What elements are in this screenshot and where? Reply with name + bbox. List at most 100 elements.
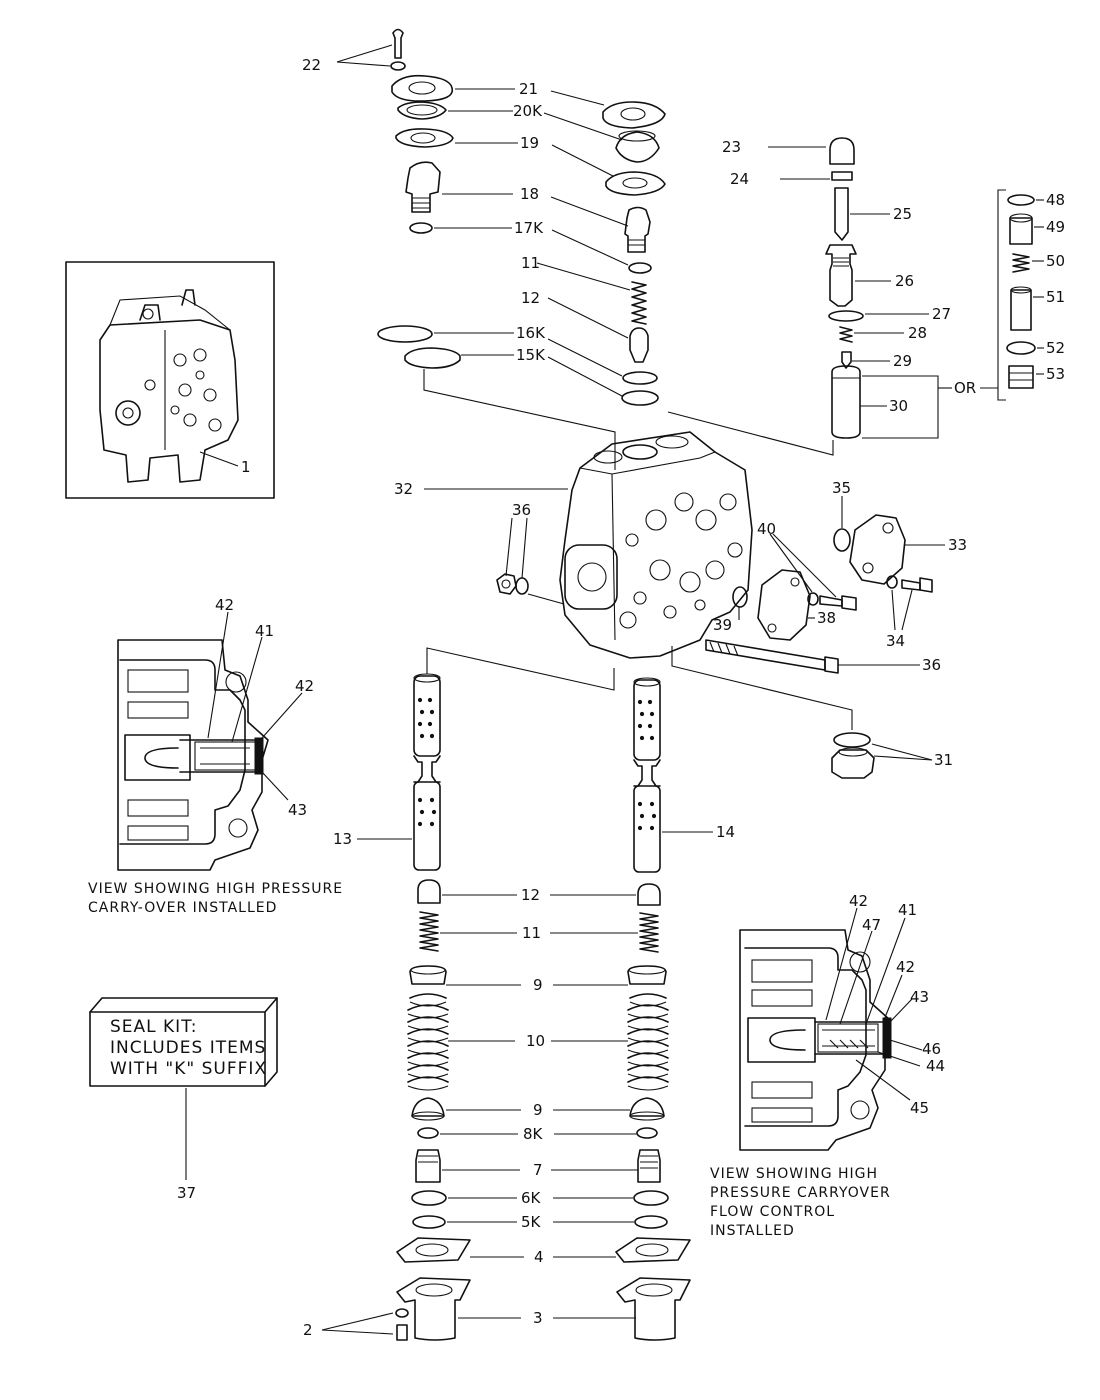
callout-30: 30 xyxy=(889,397,908,415)
cap-9-right-top xyxy=(627,965,667,985)
callout-45: 45 xyxy=(910,1099,929,1117)
carryover-caption-line1: VIEW SHOWING HIGH PRESSURE xyxy=(88,881,343,897)
oring-17k xyxy=(409,222,433,234)
cap-3-left xyxy=(396,1277,471,1341)
flow-caption-line1: VIEW SHOWING HIGH xyxy=(710,1166,878,1182)
callout-39: 39 xyxy=(713,616,732,634)
sleeve-51 xyxy=(1010,289,1032,331)
callout-9-bottom: 9 xyxy=(533,1101,543,1119)
callout-38: 38 xyxy=(817,609,836,627)
callout-10: 10 xyxy=(526,1032,545,1050)
callout-43-right: 43 xyxy=(910,988,929,1006)
spool-13 xyxy=(357,647,615,871)
bolt-34 xyxy=(901,579,921,591)
callout-23: 23 xyxy=(722,138,741,156)
pin-25 xyxy=(834,187,849,241)
callout-labels: 22 21 20K 19 18 17K 11 12 16K 15K 23 24 … xyxy=(177,56,1065,1339)
plug-7-left xyxy=(415,1149,441,1183)
callout-43-left: 43 xyxy=(288,801,307,819)
cap-9-left-top xyxy=(409,965,447,985)
callout-53: 53 xyxy=(1046,365,1065,383)
side-hardware xyxy=(496,496,945,730)
poppet-12-top xyxy=(629,327,649,363)
cap-9-left-bottom xyxy=(411,1097,445,1117)
callout-17k: 17K xyxy=(514,219,544,237)
center-top-stack xyxy=(377,90,666,470)
callout-7: 7 xyxy=(533,1161,543,1179)
relief-valve-stack xyxy=(667,137,1006,456)
ring-8k-right xyxy=(636,1127,658,1139)
bolt-40 xyxy=(819,595,843,607)
callout-1: 1 xyxy=(241,458,251,476)
cap-9-right-bottom xyxy=(629,1097,665,1117)
spring-10-left xyxy=(407,993,449,1083)
callout-52: 52 xyxy=(1046,339,1065,357)
tie-bolt-36 xyxy=(705,639,826,671)
callout-12-bottom: 12 xyxy=(521,886,540,904)
callout-13: 13 xyxy=(333,830,352,848)
washer-40 xyxy=(807,592,819,606)
spring-50 xyxy=(1012,253,1030,273)
alternate-stack xyxy=(1006,194,1044,389)
ring-15k xyxy=(621,390,659,406)
callout-14: 14 xyxy=(716,823,735,841)
nut-53 xyxy=(1008,365,1034,389)
carryover-section-view xyxy=(117,611,303,871)
seal-kit-line2: INCLUDES ITEMS xyxy=(110,1038,266,1058)
poppet-12-right xyxy=(637,883,661,906)
callout-42-left-b: 42 xyxy=(295,677,314,695)
lower-left-stack xyxy=(321,879,471,1341)
oring-35 xyxy=(833,528,851,552)
callout-29: 29 xyxy=(893,352,912,370)
screw-22 xyxy=(392,28,404,59)
cover-33 xyxy=(849,514,906,585)
flange-21-right xyxy=(602,101,666,129)
spring-28 xyxy=(839,326,853,343)
callout-or: OR xyxy=(954,379,976,397)
captions: VIEW SHOWING HIGH PRESSURE CARRY-OVER IN… xyxy=(88,881,891,1239)
callout-37: 37 xyxy=(177,1184,196,1202)
callout-47: 47 xyxy=(862,916,881,934)
flow-caption-line2: PRESSURE CARRYOVER xyxy=(710,1185,891,1201)
callout-48: 48 xyxy=(1046,191,1065,209)
cap-3-right xyxy=(616,1277,691,1341)
lower-right-stack xyxy=(615,883,691,1341)
gasket-19 xyxy=(395,128,454,148)
flow-caption-line3: FLOW CONTROL xyxy=(710,1204,835,1220)
callout-15k: 15K xyxy=(516,346,546,364)
callout-16k: 16K xyxy=(516,324,546,342)
callout-35: 35 xyxy=(832,479,851,497)
inset-valve-body xyxy=(99,289,239,483)
oring-39 xyxy=(732,586,748,608)
ring-16k xyxy=(622,371,658,385)
seal-kit-line3: WITH "K" SUFFIX xyxy=(110,1059,267,1079)
washer-2 xyxy=(395,1308,409,1318)
cone-20k xyxy=(615,131,660,163)
cap-23 xyxy=(829,137,855,165)
inset-frame xyxy=(65,261,275,499)
washer-34 xyxy=(886,575,898,589)
ring-15k-left xyxy=(404,347,461,369)
callout-11-top: 11 xyxy=(521,254,540,272)
cover-38 xyxy=(757,569,811,641)
screw-2 xyxy=(396,1324,408,1341)
oring-27 xyxy=(828,310,864,322)
ring-52 xyxy=(1006,341,1036,355)
callout-18: 18 xyxy=(520,185,539,203)
carryover-caption-line2: CARRY-OVER INSTALLED xyxy=(88,900,277,916)
spring-10-right xyxy=(627,993,669,1083)
callout-42-left-a: 42 xyxy=(215,596,234,614)
callout-21: 21 xyxy=(519,80,538,98)
seal-kit-line1: SEAL KIT: xyxy=(110,1017,197,1037)
needle-29 xyxy=(841,351,852,369)
callout-3: 3 xyxy=(533,1309,543,1327)
callout-50: 50 xyxy=(1046,252,1065,270)
fitting-18 xyxy=(405,161,441,213)
spool-14 xyxy=(633,677,713,873)
callout-36-bolt: 36 xyxy=(922,656,941,674)
callout-12-top: 12 xyxy=(521,289,540,307)
callout-4: 4 xyxy=(534,1248,544,1266)
callout-34: 34 xyxy=(886,632,905,650)
ring-6k-right xyxy=(633,1190,669,1206)
washer-36 xyxy=(515,577,529,595)
